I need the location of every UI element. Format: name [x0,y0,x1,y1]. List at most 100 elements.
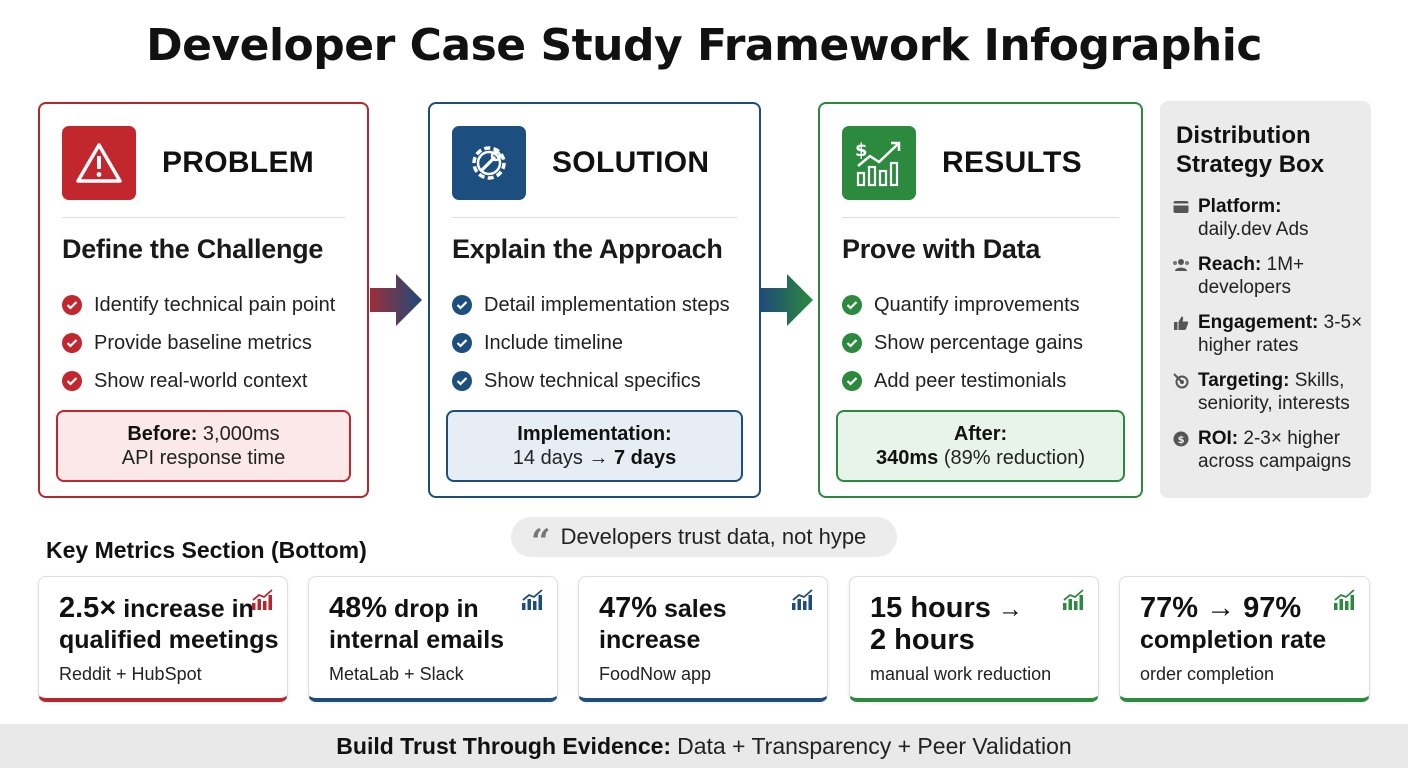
solution-list: Detail implementation steps Include time… [452,286,730,400]
list-item-label: Provide baseline metrics [94,331,312,354]
key-metrics-title: Key Metrics Section (Bottom) [46,537,367,563]
results-heading: RESULTS [942,146,1082,179]
check-icon [62,371,82,391]
distribution-item-reach: Reach: 1M+developers [1172,253,1304,299]
solution-callout: Implementation: 14 days → 7 days [446,410,743,482]
people-icon [1172,256,1190,274]
list-item: Identify technical pain point [62,286,335,324]
list-item: Quantify improvements [842,286,1083,324]
results-subheading: Prove with Data [842,234,1041,264]
metric-source: Reddit + HubSpot [59,664,202,684]
check-icon [452,333,472,353]
metric-card: 15 hours →2 hours manual work reduction [849,576,1099,702]
metric-source: FoodNow app [599,664,712,684]
bar-chart-icon [522,589,543,610]
metric-card: 77% → 97%completion rate order completio… [1119,576,1370,702]
list-item-label: Show real-world context [94,369,308,392]
list-item-label: Include timeline [484,331,623,354]
warning-triangle-icon [62,126,136,200]
callout-label: Before: [127,423,198,445]
results-list: Quantify improvements Show percentage ga… [842,286,1083,400]
divider [62,217,345,218]
problem-heading: PROBLEM [162,146,315,179]
callout-detail: 14 days → [512,447,614,469]
callout-detail: API response time [121,447,286,469]
quote-icon: “ [531,522,551,562]
quote-pill: “ Developers trust data, not hype [511,517,897,562]
svg-text:$: $ [1178,435,1185,446]
svg-text:$: $ [855,140,868,161]
list-item-label: Detail implementation steps [484,293,730,316]
list-item-label: Add peer testimonials [874,369,1067,392]
footer-banner: Build Trust Through Evidence: Data + Tra… [0,724,1408,768]
arrow-right-icon [761,274,813,326]
callout-value: 3,000ms [197,423,280,445]
problem-card: PROBLEM Define the Challenge Identify te… [38,102,369,498]
list-item: Add peer testimonials [842,362,1083,400]
metric-source: manual work reduction [870,664,1052,684]
callout-detail: (89% reduction) [938,447,1086,469]
problem-callout: Before: 3,000ms API response time [56,410,351,482]
quote-text: Developers trust data, not hype [560,524,867,549]
target-icon [1172,372,1190,390]
bar-chart-icon [1334,589,1355,610]
thumbs-up-icon [1172,314,1190,332]
bar-chart-icon [1063,589,1084,610]
results-callout: After: 340ms (89% reduction) [836,410,1125,482]
divider [452,217,737,218]
callout-value: 7 days [613,447,677,469]
metric-value: 15 hours →2 hours [870,592,1023,656]
list-item-label: Show percentage gains [874,331,1084,354]
check-icon [842,295,862,315]
list-item-label: Identify technical pain point [94,293,336,316]
solution-card: SOLUTION Explain the Approach Detail imp… [428,102,761,498]
distribution-item-targeting: Targeting: Skills,seniority, interests [1172,369,1350,415]
metric-source: MetaLab + Slack [329,664,464,684]
results-card: $ RESULTS Prove with Data Quantify impro… [818,102,1143,498]
distribution-item-platform: Platform:daily.dev Ads [1172,195,1309,241]
solution-heading: SOLUTION [552,146,710,179]
metric-value: 77% → 97%completion rate [1140,592,1327,655]
list-item: Detail implementation steps [452,286,730,324]
divider [842,217,1119,218]
check-icon [842,333,862,353]
callout-label: Implementation: [517,423,672,445]
callout-label: After: [953,423,1008,445]
solution-subheading: Explain the Approach [452,234,723,264]
coin-icon: $ [1172,430,1190,448]
bar-chart-icon [252,589,273,610]
arrow-right-icon [370,274,422,326]
problem-subheading: Define the Challenge [62,234,324,264]
distribution-item-engagement: Engagement: 3-5×higher rates [1172,311,1362,357]
problem-list: Identify technical pain point Provide ba… [62,286,335,400]
check-icon [452,295,472,315]
list-item: Provide baseline metrics [62,324,335,362]
list-item-label: Show technical specifics [484,369,701,392]
list-item: Include timeline [452,324,730,362]
list-item: Show technical specifics [452,362,730,400]
card-icon [1172,198,1190,216]
list-item: Show percentage gains [842,324,1083,362]
distribution-title: Distribution Strategy Box [1176,122,1325,178]
dollar-growth-chart-icon: $ [842,126,916,200]
page-title: Developer Case Study Framework Infograph… [146,20,1262,71]
footer-text: Data + Transparency + Peer Validation [677,732,1072,759]
check-icon [62,295,82,315]
distribution-strategy-box: Distribution Strategy Box Platform:daily… [1160,101,1371,498]
list-item-label: Quantify improvements [874,293,1080,316]
bar-chart-icon [792,589,813,610]
check-icon [842,371,862,391]
footer-bold: Build Trust Through Evidence: [336,732,672,759]
gear-wrench-icon [452,126,526,200]
check-icon [62,333,82,353]
check-icon [452,371,472,391]
callout-value: 340ms [875,447,939,469]
list-item: Show real-world context [62,362,335,400]
